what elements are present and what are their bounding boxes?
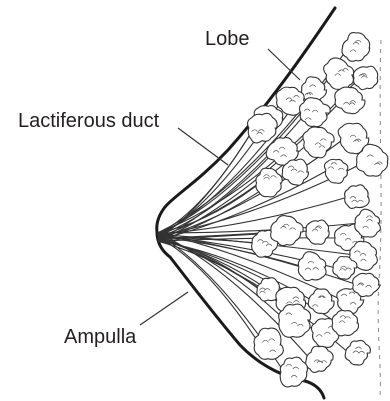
lobule — [254, 328, 283, 359]
lobule — [308, 289, 334, 314]
lobule — [271, 216, 304, 246]
lactiferous-duct-label: Lactiferous duct — [18, 110, 160, 132]
lobule — [345, 340, 370, 365]
lobule — [342, 33, 370, 62]
lobule — [306, 220, 329, 244]
breast-outline — [157, 8, 335, 398]
lobule — [299, 98, 330, 127]
lobule — [335, 87, 365, 114]
lobule — [279, 304, 311, 337]
ampulla-leader-line — [140, 292, 188, 325]
lobule — [345, 185, 370, 209]
lobule — [248, 113, 278, 143]
lobule — [256, 168, 282, 197]
lobule — [353, 66, 377, 89]
lobule — [355, 209, 381, 237]
lobule — [353, 273, 381, 296]
ampulla-label: Ampulla — [64, 326, 137, 348]
lobule — [306, 346, 333, 372]
lobule — [324, 58, 354, 90]
lobule — [303, 127, 334, 158]
lactiferous-duct — [158, 128, 254, 234]
lobule — [280, 357, 307, 387]
duct-leader-line — [178, 128, 228, 165]
lobule — [324, 159, 347, 183]
lactiferous-duct — [158, 78, 359, 233]
lobule — [298, 252, 326, 281]
lobule-cluster — [248, 33, 388, 387]
lobe-label: Lobe — [205, 28, 250, 50]
lobule — [332, 310, 358, 335]
